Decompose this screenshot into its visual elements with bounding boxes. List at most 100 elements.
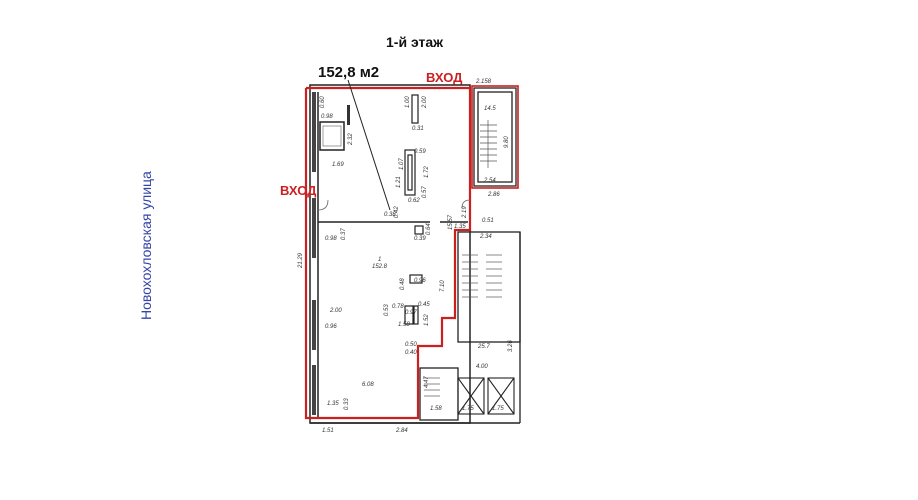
entrance-label-left: ВХОД xyxy=(280,183,317,198)
door-arc xyxy=(317,199,329,211)
dim-label: 0.60 xyxy=(320,96,326,108)
rental-area-outline xyxy=(304,86,472,420)
column-low xyxy=(414,225,424,235)
dim-label: 0.31 xyxy=(412,126,424,132)
dim-label: 1.69 xyxy=(332,162,344,168)
dim-label: 21.29 xyxy=(298,252,304,269)
dim-label: 0.98 xyxy=(321,114,333,120)
room-area-label: 152.8 xyxy=(372,264,388,270)
dim-label: 0.39 xyxy=(414,236,426,242)
niche-top-right xyxy=(347,105,350,125)
elevator-cross xyxy=(487,377,515,415)
dim-label: 1.21 xyxy=(396,176,402,188)
dim-label: 3.26 xyxy=(508,340,514,352)
dim-label: 0.59 xyxy=(414,149,426,155)
dim-label: 1.35 xyxy=(327,401,339,407)
stair-room-top-red xyxy=(471,85,519,189)
dim-label: 0.40 xyxy=(405,350,417,356)
dim-label: 0.96 xyxy=(414,278,426,284)
dim-label: 0.50 xyxy=(405,342,417,348)
dim-label: 0.57 xyxy=(422,186,428,198)
stair-block-lower xyxy=(419,231,521,423)
dim-label: 0.62 xyxy=(408,198,420,204)
stair-block-top xyxy=(471,85,519,189)
dim-label: 4.00 xyxy=(476,364,488,370)
column-center xyxy=(404,149,416,196)
dim-label: 1.52 xyxy=(424,314,430,326)
stair-lower-bottom xyxy=(419,367,459,421)
floor-title: 1-й этаж xyxy=(386,34,444,50)
column-mid xyxy=(409,274,423,284)
column xyxy=(411,94,419,124)
dim-label: 1.75 xyxy=(492,406,504,412)
stair-room-top xyxy=(473,87,517,187)
dim-label: 1.51 xyxy=(322,428,334,434)
dim-label: 0.48 xyxy=(400,278,406,290)
door-arc xyxy=(461,199,471,209)
columns xyxy=(404,94,424,325)
dim-label: 0.78 xyxy=(392,304,404,310)
elevator-shaft xyxy=(487,377,515,415)
street-label: Новохохловская улица xyxy=(138,171,154,320)
stair-room-lower xyxy=(457,231,521,343)
dim-label: 1.58 xyxy=(430,406,442,412)
dimension-labels: 0.60 0.98 1.00 2.00 0.31 2.32 1.69 0.59 … xyxy=(298,79,514,434)
dim-label: 0.45 xyxy=(418,302,430,308)
dim-label: 0.98 xyxy=(325,236,337,242)
stair-steps-lower xyxy=(424,254,502,397)
dim-label: 0.53 xyxy=(384,304,390,316)
dim-label: 2.32 xyxy=(348,133,354,146)
dim-label: 14.5 xyxy=(484,106,496,112)
dim-label: 6.08 xyxy=(362,382,374,388)
dim-label: 0.38 xyxy=(384,212,396,218)
dim-label: 0.33 xyxy=(344,398,350,410)
doors xyxy=(317,199,471,211)
dim-label: 0.51 xyxy=(482,218,494,224)
stair-room-top-inner xyxy=(477,91,513,183)
dim-label: 7.10 xyxy=(440,280,446,292)
column-lower2 xyxy=(413,305,419,325)
dim-label: 1.58 xyxy=(398,322,410,328)
dim-label: 1.75 xyxy=(462,406,474,412)
dim-label: 2.00 xyxy=(329,308,342,314)
dim-label: 1.35 xyxy=(454,224,466,230)
dim-label: 0.96 xyxy=(325,324,337,330)
column-lower xyxy=(404,305,414,325)
elevator-shafts xyxy=(457,377,515,415)
walls xyxy=(309,84,520,424)
dim-label: 2.54 xyxy=(483,178,496,184)
dim-label: 2.158 xyxy=(475,79,492,85)
dim-label: 2.00 xyxy=(422,96,428,109)
niche-inner xyxy=(322,125,342,147)
main-room-outline xyxy=(309,84,471,424)
elevator-shaft xyxy=(457,377,485,415)
wall-block xyxy=(312,198,316,258)
dim-label: 15.57 xyxy=(448,214,454,230)
dim-label: 25.7 xyxy=(477,344,490,350)
wall-block xyxy=(312,92,316,172)
dim-label: 4.47 xyxy=(424,376,430,388)
dim-label: 2.84 xyxy=(395,428,408,434)
dim-label: 1.00 xyxy=(405,96,411,108)
wall-block xyxy=(312,300,316,350)
niche-box xyxy=(319,121,345,151)
dim-label: 0.37 xyxy=(341,228,347,240)
wall-blocks xyxy=(312,92,316,415)
entrance-label-top: ВХОД xyxy=(426,70,463,85)
dim-label: 0.97 xyxy=(405,310,417,316)
area-leader-line xyxy=(347,79,391,211)
room-number-label: 1 xyxy=(378,257,381,263)
dim-label: 1.72 xyxy=(424,166,430,178)
dim-label: 2.86 xyxy=(487,192,500,198)
area-label: 152,8 м2 xyxy=(318,64,380,81)
elevator-cross xyxy=(457,377,485,415)
dim-label: 2.34 xyxy=(479,234,492,240)
dim-label: 1.07 xyxy=(399,158,405,170)
dim-label: 0.64 xyxy=(426,223,432,235)
dim-label: 0.42 xyxy=(394,206,400,218)
column-center-inner xyxy=(407,154,413,191)
stair-steps-top xyxy=(480,120,497,168)
dim-label: 9.80 xyxy=(504,136,510,148)
dim-label: 2.19 xyxy=(462,206,468,219)
